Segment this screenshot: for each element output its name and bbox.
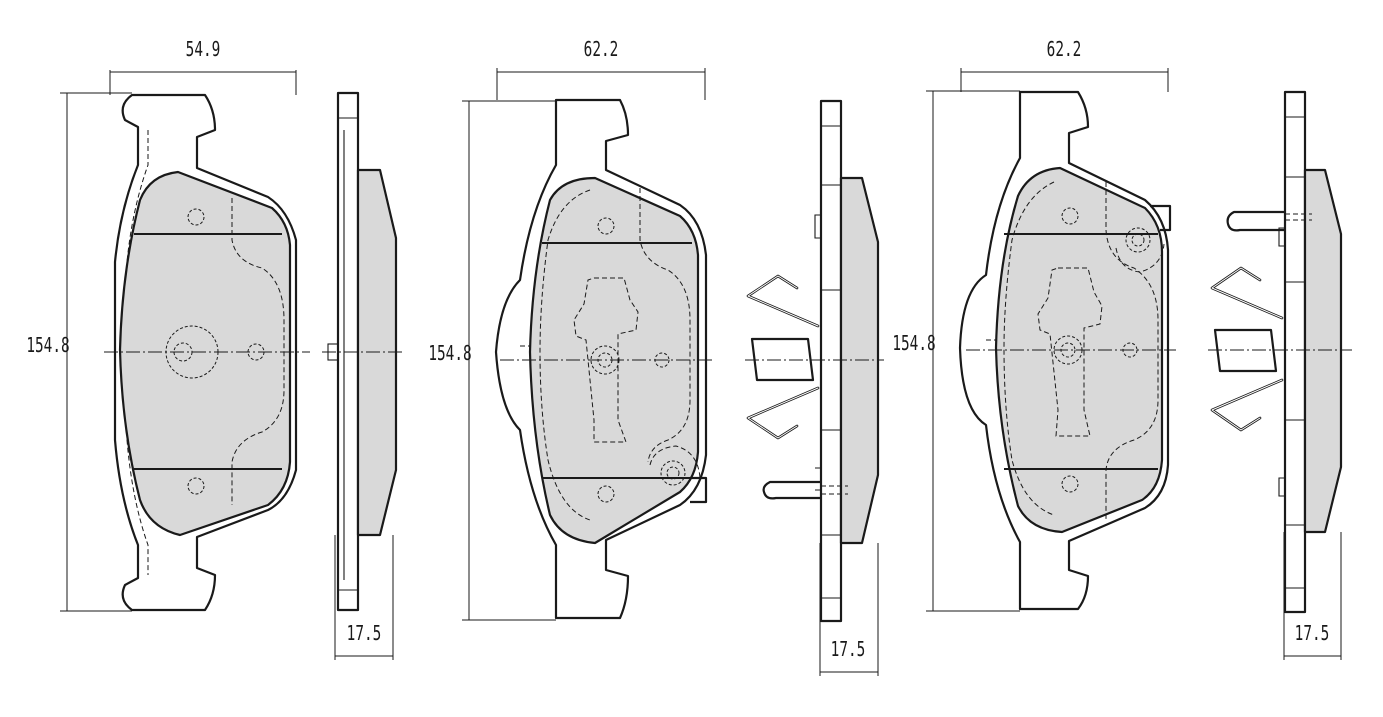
pad-2-side-plate-segments <box>821 125 841 599</box>
pad-2-sensor-wire <box>762 480 821 500</box>
pad-3-spring-lower-inner <box>1211 379 1283 431</box>
pad-3-sensor-hole-outer <box>1125 227 1151 253</box>
pad-2-side-backing-plate <box>819 99 843 623</box>
pad-2-clip-body <box>750 337 815 382</box>
pad-2-upper-hole <box>597 217 615 235</box>
pad-3-upper-hole <box>1061 207 1079 225</box>
pad-3-thickness-label: 17.5 <box>1295 623 1330 646</box>
pad-2-sensor-hidden-curve <box>649 445 701 479</box>
pad-2-width-dimension <box>496 68 706 100</box>
pad-1-chamfer-lines <box>134 233 282 470</box>
pad-1-width-label: 54.9 <box>186 39 221 62</box>
pad-2-spring-lower-inner <box>747 387 819 439</box>
pad-3-side-view: 17.5 <box>1208 90 1352 660</box>
pad-3-hidden-profile <box>1003 181 1159 520</box>
pad-3-lower-hole <box>1061 475 1079 493</box>
pad-2-sensor-hole-outer <box>660 460 686 486</box>
pad-3-height-dimension <box>926 90 1020 612</box>
pad-2-hidden-profile <box>539 188 691 521</box>
pad-2-width-label: 62.2 <box>584 39 619 62</box>
pad-2-backing-plate <box>494 98 708 620</box>
pad-2-side-view: 17.5 <box>745 99 884 676</box>
pad-3-thickness-dimension <box>1283 532 1342 660</box>
pad-3-chamfer-lines <box>1004 233 1158 470</box>
pad-1-friction-material <box>118 170 292 537</box>
pad-2-sensor-tab <box>690 476 708 504</box>
pad-1-lower-hole <box>187 477 205 495</box>
pad-2-front-view: 62.2 154.8 <box>428 39 712 621</box>
pad-1-height-label: 154.8 <box>26 335 69 358</box>
pad-3-sensor-tab <box>1150 204 1172 232</box>
pad-1-side-plate-inner-line <box>338 117 358 591</box>
pad-2-side-clip-top <box>814 214 822 491</box>
pad-2-sensor-wire-hidden <box>821 485 848 495</box>
pad-2-thickness-dimension <box>819 543 879 676</box>
pad-2-spring-upper-inner <box>747 275 819 327</box>
pad-3-side-clip-marks <box>1278 227 1286 497</box>
pad-2-height-label: 154.8 <box>428 343 471 366</box>
pad-2-thickness-label: 17.5 <box>831 639 866 662</box>
pad-1-upper-hole <box>187 208 205 226</box>
pad-1-hidden-profile <box>231 198 285 505</box>
pad-3-sensor-wire-hidden <box>1285 213 1312 221</box>
pad-3-width-label: 62.2 <box>1047 39 1082 62</box>
pad-3-spring-upper-inner <box>1211 267 1283 319</box>
pad-2-height-dimension <box>462 100 556 621</box>
pad-3-clip-body <box>1213 328 1278 373</box>
pad-2-chamfer-lines <box>542 242 692 479</box>
pad-3-sensor-hidden-curve <box>1115 243 1165 273</box>
pad-3-side-backing-plate <box>1283 90 1307 614</box>
pad-3-width-dimension <box>960 68 1169 92</box>
pad-3-backing-plate <box>958 90 1170 611</box>
pad-3-side-friction <box>1303 168 1343 534</box>
pad-1-thickness-label: 17.5 <box>347 623 382 646</box>
pad-1-width-dimension <box>109 70 297 95</box>
pad-3-side-plate-segments <box>1285 116 1305 589</box>
pad-3-sensor-wire <box>1226 210 1285 232</box>
pad-1-backing-plate <box>113 93 298 612</box>
pad-2-lower-hole <box>597 485 615 503</box>
pad-1-height-dimension <box>60 92 132 612</box>
pad-1-front-view: 54.9 154.8 <box>26 39 310 612</box>
pad-2-center-hidden-shape <box>520 277 639 443</box>
pad-1-side-view: 17.5 <box>322 91 404 660</box>
pad-3-front-view: 62.2 154.8 <box>892 39 1176 612</box>
pad-3-sensor-hole-inner <box>1131 233 1145 247</box>
pad-3-center-hidden-shape <box>986 267 1103 437</box>
pad-2-sensor-hole-inner <box>666 466 680 480</box>
pad-3-height-label: 154.8 <box>892 333 935 356</box>
pad-1-thickness-dimension <box>334 535 394 660</box>
